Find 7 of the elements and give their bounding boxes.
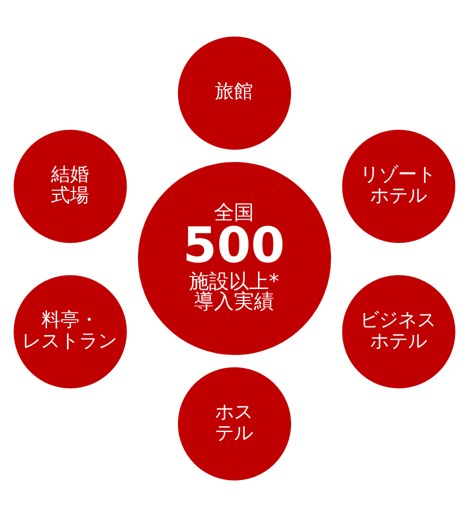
node-circle: リゾートホテル <box>340 127 458 245</box>
node-circle: 旅館 <box>176 34 294 152</box>
node-circle: ホステル <box>176 364 294 482</box>
node-circle: ビジネスホテル <box>340 272 458 390</box>
node-circle: 全国 500 施設以上*導入実績 <box>136 159 334 357</box>
node-circle: 結婚式場 <box>11 127 130 245</box>
node-circle: 料亭・レストラン <box>11 272 130 390</box>
